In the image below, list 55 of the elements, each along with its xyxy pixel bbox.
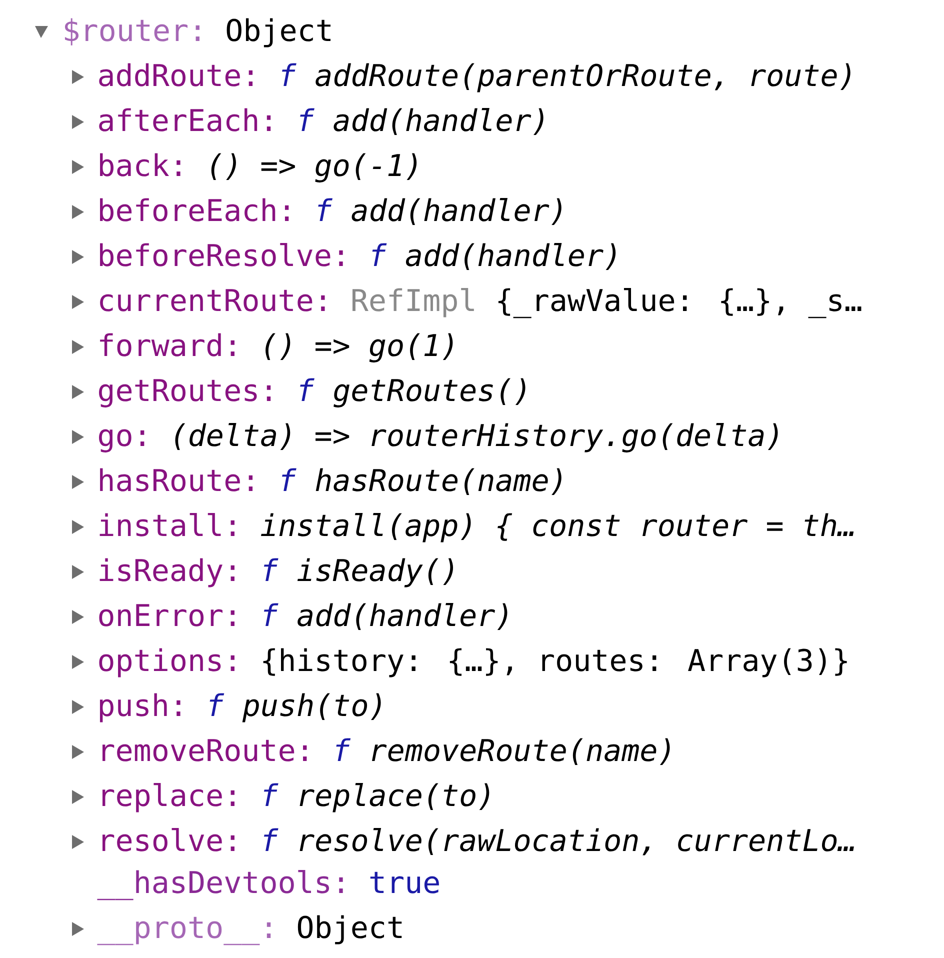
property-value: replace(to): [300, 783, 490, 812]
property-value: add(handler): [298, 603, 508, 630]
function-marker: f: [282, 468, 296, 491]
property-value: (delta) => routerHistory.go(delta): [175, 423, 778, 452]
property-name: addRoute:: [99, 63, 253, 86]
type-name: RefImpl: [352, 288, 474, 318]
property-value: resolve(rawLocation, currentLo…: [300, 828, 854, 856]
function-marker: f: [336, 738, 351, 761]
property-value: push(to): [242, 693, 381, 722]
property-value: {_rawValue: {…}, _s…: [498, 288, 862, 318]
function-marker: f: [264, 828, 278, 851]
property-name: hasRoute:: [100, 468, 253, 492]
property-name: removeRoute:: [102, 739, 307, 762]
property-value: () => go(-1): [211, 153, 417, 182]
property-name: replace:: [102, 783, 234, 812]
property-name: __hasDevtools:: [97, 870, 343, 900]
property-name: back:: [100, 153, 180, 176]
property-value: isReady(): [297, 558, 454, 588]
property-value: () => go(1): [266, 333, 453, 362]
property-value: install(app) { const router = th…: [260, 513, 854, 542]
property-value: {history: {…}, routes: Array(3)}: [263, 648, 847, 678]
function-marker: f: [264, 558, 278, 581]
function-marker: f: [300, 378, 314, 401]
property-name: getRoutes:: [99, 379, 271, 408]
property-name: push:: [100, 693, 180, 722]
property-name: beforeResolve:: [100, 243, 343, 266]
property-value: add(handler): [334, 108, 544, 135]
property-value: removeRoute(name): [372, 738, 670, 765]
function-marker: f: [264, 783, 278, 806]
property-name: forward:: [100, 333, 234, 356]
function-marker: f: [372, 243, 387, 266]
property-value: add(handler): [406, 243, 616, 270]
property-name: onError:: [99, 604, 234, 626]
property-name: __proto__:: [97, 916, 271, 946]
property-value: addRoute(parentOrRoute, route): [316, 63, 850, 92]
property-value: hasRoute(name): [316, 468, 562, 495]
property-name: resolve:: [102, 828, 234, 852]
function-marker: f: [318, 198, 333, 221]
property-value: getRoutes(): [334, 378, 526, 408]
property-value: true: [370, 872, 439, 894]
property-name: options:: [99, 648, 234, 678]
property-name: install:: [100, 513, 234, 536]
function-marker: f: [210, 693, 224, 716]
property-value: Object: [226, 18, 330, 48]
property-name: go:: [99, 429, 144, 452]
property-name: isReady:: [100, 558, 234, 588]
function-marker: f: [282, 63, 296, 86]
property-name: currentRoute:: [100, 289, 325, 312]
property-value: Object: [298, 915, 402, 944]
function-marker: f: [264, 603, 278, 626]
property-value: add(handler): [352, 198, 562, 225]
property-name: beforeEach:: [100, 198, 289, 222]
function-marker: f: [300, 108, 314, 131]
property-name: afterEach:: [99, 108, 271, 132]
property-name: $router:: [64, 18, 200, 46]
